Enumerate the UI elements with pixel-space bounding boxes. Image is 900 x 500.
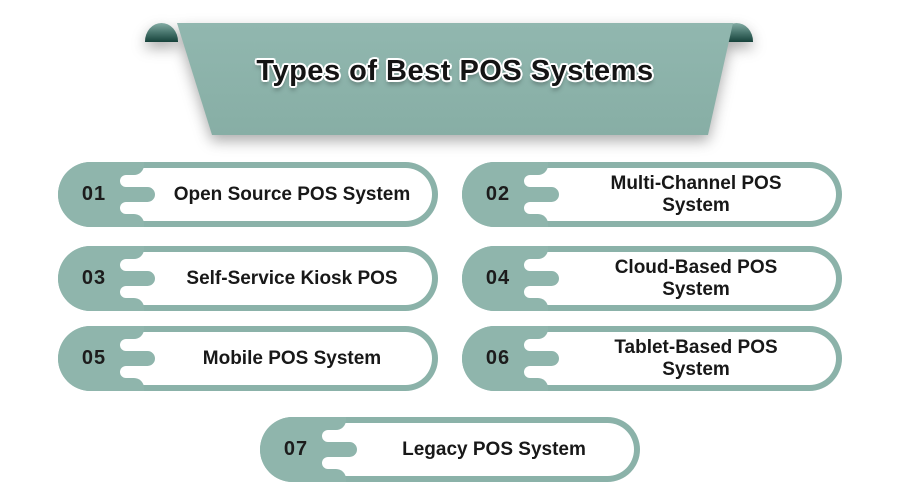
item-number: 06 <box>485 347 511 369</box>
pos-type-item-4: 04 Cloud-Based POS System <box>462 246 842 311</box>
connector-notch-top <box>524 259 564 271</box>
item-label: Cloud-Based POS System <box>614 256 778 300</box>
connector-notch-top <box>120 339 160 351</box>
item-label-wrap: Cloud-Based POS System <box>562 246 830 311</box>
connector-notch-top <box>524 175 564 187</box>
connector-tab <box>502 187 559 202</box>
connector-finger-top <box>300 417 346 430</box>
item-label-wrap: Mobile POS System <box>158 326 426 391</box>
item-label: Mobile POS System <box>202 347 382 369</box>
item-number: 07 <box>283 438 309 460</box>
connector-finger-bottom <box>502 378 548 391</box>
connector-tab <box>98 271 155 286</box>
connector-tab <box>300 442 357 457</box>
connector-notch-top <box>120 175 160 187</box>
item-number: 03 <box>81 267 107 289</box>
connector-finger-bottom <box>98 214 144 227</box>
connector-finger-bottom <box>502 298 548 311</box>
connector-finger-top <box>502 246 548 259</box>
pos-type-item-5: 05 Mobile POS System <box>58 326 438 391</box>
connector-notch-top <box>120 259 160 271</box>
pos-type-item-7: 07 Legacy POS System <box>260 417 640 482</box>
item-label: Tablet-Based POS System <box>614 336 778 380</box>
pos-type-item-2: 02 Multi-Channel POS System <box>462 162 842 227</box>
connector-finger-bottom <box>300 469 346 482</box>
connector-finger-top <box>98 246 144 259</box>
pos-type-item-1: 01 Open Source POS System <box>58 162 438 227</box>
item-label: Multi-Channel POS System <box>610 172 782 216</box>
item-number: 02 <box>485 183 511 205</box>
connector-notch-bottom <box>524 202 564 214</box>
connector-notch-bottom <box>120 202 160 214</box>
connector-tab <box>98 187 155 202</box>
item-label-wrap: Tablet-Based POS System <box>562 326 830 391</box>
connector-finger-bottom <box>98 298 144 311</box>
connector-finger-top <box>502 326 548 339</box>
connector-notch-top <box>524 339 564 351</box>
connector-notch-bottom <box>524 366 564 378</box>
connector-notch-top <box>322 430 362 442</box>
connector-finger-top <box>98 162 144 175</box>
item-number: 01 <box>81 183 107 205</box>
item-label-wrap: Legacy POS System <box>360 417 628 482</box>
pos-type-item-3: 03 Self-Service Kiosk POS <box>58 246 438 311</box>
item-label: Self-Service Kiosk POS <box>186 267 398 289</box>
item-label-wrap: Open Source POS System <box>158 162 426 227</box>
item-label: Legacy POS System <box>402 438 586 460</box>
connector-finger-top <box>98 326 144 339</box>
connector-finger-bottom <box>502 214 548 227</box>
page-title: Types of Best POS Systems <box>256 55 654 87</box>
connector-notch-bottom <box>120 366 160 378</box>
ribbon-curl-left <box>145 23 178 42</box>
item-label-wrap: Multi-Channel POS System <box>562 162 830 227</box>
ribbon-panel: Types of Best POS Systems <box>177 23 733 135</box>
connector-finger-bottom <box>98 378 144 391</box>
item-label: Open Source POS System <box>173 183 411 205</box>
connector-finger-top <box>502 162 548 175</box>
connector-notch-bottom <box>322 457 362 469</box>
item-number: 04 <box>485 267 511 289</box>
connector-tab <box>502 271 559 286</box>
connector-notch-bottom <box>120 286 160 298</box>
pos-type-item-6: 06 Tablet-Based POS System <box>462 326 842 391</box>
ribbon-banner: Types of Best POS Systems <box>145 23 753 135</box>
connector-notch-bottom <box>524 286 564 298</box>
item-label-wrap: Self-Service Kiosk POS <box>158 246 426 311</box>
connector-tab <box>98 351 155 366</box>
item-number: 05 <box>81 347 107 369</box>
connector-tab <box>502 351 559 366</box>
